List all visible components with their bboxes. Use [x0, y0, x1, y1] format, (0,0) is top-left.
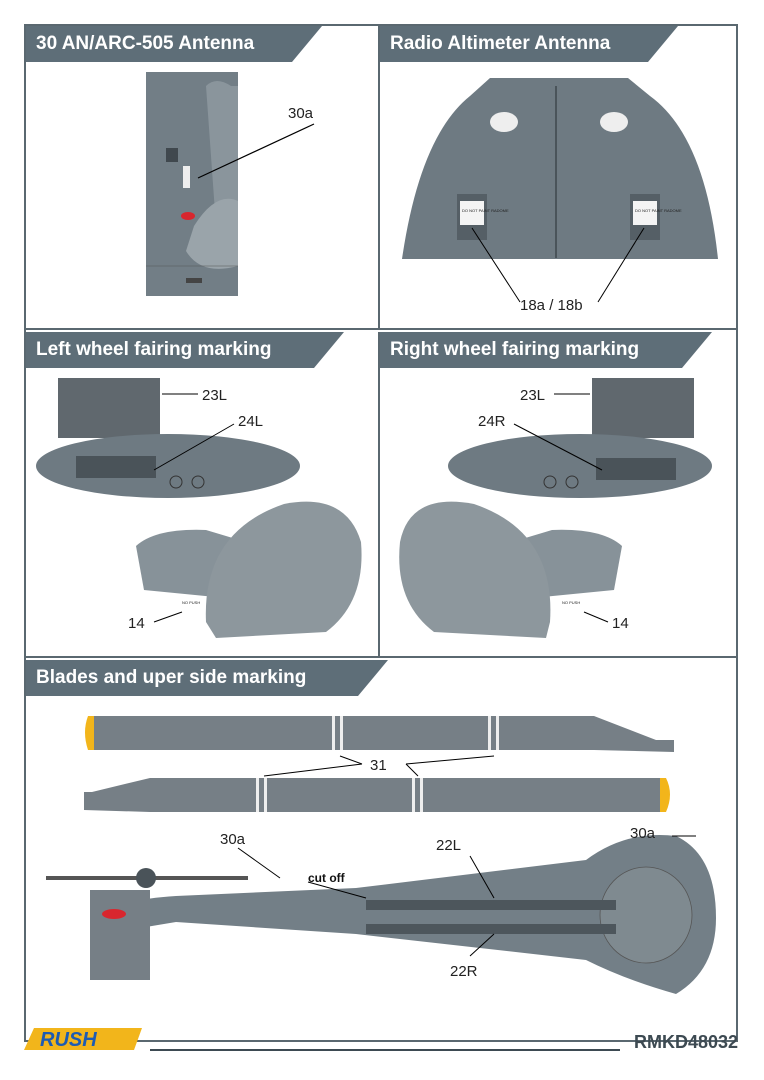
- right-wheel-illustration: 23L 24R NO PUSH 14: [399, 378, 712, 638]
- panel-title: Blades and uper side marking: [26, 660, 388, 696]
- footer-rule: [150, 1049, 620, 1051]
- callout-22l: 22L: [436, 837, 461, 854]
- stencil-18b: DO NOT PAINT RADOME: [635, 208, 682, 213]
- callout-30a: 30a: [288, 105, 314, 122]
- left-wheel-illustration: 23L 24L NO PUSH 14: [36, 378, 362, 638]
- callout-24l: 24L: [238, 413, 263, 430]
- rush-logo: RUSH: [24, 1024, 150, 1056]
- callout-31: 31: [370, 757, 387, 774]
- stencil-no-push: NO PUSH: [562, 600, 580, 605]
- label-cut-off: cut off: [308, 871, 346, 885]
- sheet-frame: [24, 24, 738, 1042]
- callout-30a-right: 30a: [630, 825, 656, 842]
- panel-title: Right wheel fairing marking: [380, 332, 712, 368]
- panel-title: 30 AN/ARC-505 Antenna: [26, 26, 322, 62]
- stencil-18a: DO NOT PAINT RADOME: [462, 208, 509, 213]
- callout-24r: 24R: [478, 413, 506, 430]
- panel-antenna-505: 30 AN/ARC-505 Antenna 30a: [26, 26, 380, 330]
- callout-22r: 22R: [450, 963, 478, 980]
- panel-title: Radio Altimeter Antenna: [380, 26, 678, 62]
- product-code: RMKD48032: [633, 1032, 738, 1052]
- callout-30a-left: 30a: [220, 831, 246, 848]
- callout-14: 14: [612, 615, 629, 632]
- callout-23l: 23L: [520, 387, 545, 404]
- panel-right-wheel-fairing: Right wheel fairing marking 23L 24R NO P…: [380, 332, 736, 658]
- blades-upper-side-illustration: 31 30a 30a cut off 22L 22R: [46, 716, 716, 994]
- panel-left-wheel-fairing: Left wheel fairing marking 23L 24L NO PU…: [26, 332, 380, 658]
- radio-altimeter-illustration: DO NOT PAINT RADOME DO NOT PAINT RADOME …: [402, 78, 718, 314]
- logo-text: RUSH: [40, 1029, 97, 1051]
- panel-radio-altimeter: Radio Altimeter Antenna DO NOT PAINT RAD…: [380, 26, 736, 330]
- callout-14: 14: [128, 615, 145, 632]
- callout-18a-18b: 18a / 18b: [520, 297, 583, 314]
- panel-title: Left wheel fairing marking: [26, 332, 344, 368]
- antenna-505-illustration: 30a: [146, 72, 315, 296]
- stencil-no-push: NO PUSH: [182, 600, 200, 605]
- callout-23l: 23L: [202, 387, 227, 404]
- panel-blades-upper-side: Blades and uper side marking 31 30a 30a: [26, 660, 736, 1040]
- rush-logo-graphic: RUSH: [24, 1028, 142, 1051]
